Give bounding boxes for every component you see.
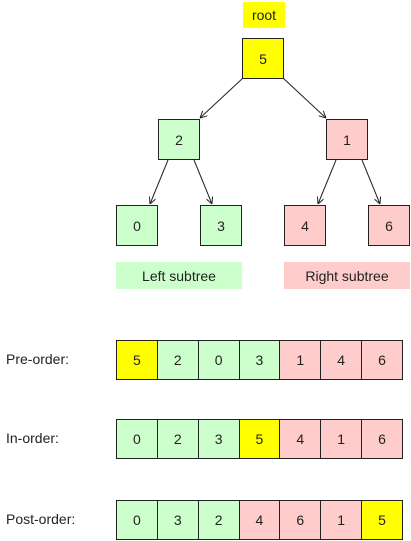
sequence-cell: 1	[320, 419, 363, 459]
tree-node-2: 2	[158, 119, 200, 160]
edge-2-0	[150, 159, 169, 204]
sequence-cell: 3	[238, 340, 281, 380]
sequence-cell: 2	[156, 419, 199, 459]
sequence-cell: 6	[361, 340, 403, 380]
sequence-cell: 0	[116, 500, 158, 540]
sequence-cell: 3	[156, 500, 199, 540]
edge-5-1	[282, 77, 326, 118]
postorder-label: Post-order:	[6, 511, 76, 527]
sequence-cell: 5	[116, 340, 158, 380]
edge-1-4	[318, 159, 337, 204]
sequence-cell: 2	[156, 340, 199, 380]
inorder-label: In-order:	[6, 430, 59, 446]
legend-right-subtree: Right subtree	[284, 262, 410, 289]
sequence-cell: 0	[116, 419, 158, 459]
tree-node-5: 5	[242, 38, 284, 79]
sequence-cell: 2	[197, 500, 240, 540]
tree-node-0: 0	[116, 205, 158, 246]
tree-node-4: 4	[284, 205, 326, 246]
tree-node-3: 3	[200, 205, 242, 246]
preorder-label: Pre-order:	[6, 351, 70, 367]
sequence-cell: 6	[279, 500, 322, 540]
root-label: root	[243, 2, 285, 28]
sequence-cell: 5	[361, 500, 403, 540]
sequence-cell: 0	[197, 340, 240, 380]
edge-5-2	[200, 77, 244, 118]
sequence-cell: 6	[361, 419, 403, 459]
edge-2-3	[193, 159, 212, 204]
edge-1-6	[361, 159, 380, 204]
sequence-cell: 1	[279, 340, 322, 380]
tree-node-6: 6	[368, 205, 410, 246]
sequence-cell: 1	[320, 500, 363, 540]
sequence-cell: 4	[279, 419, 322, 459]
sequence-cell: 5	[238, 419, 281, 459]
tree-node-1: 1	[326, 119, 368, 160]
sequence-cell: 4	[320, 340, 363, 380]
sequence-cell: 4	[238, 500, 281, 540]
legend-left-subtree: Left subtree	[116, 262, 242, 289]
sequence-cell: 3	[197, 419, 240, 459]
